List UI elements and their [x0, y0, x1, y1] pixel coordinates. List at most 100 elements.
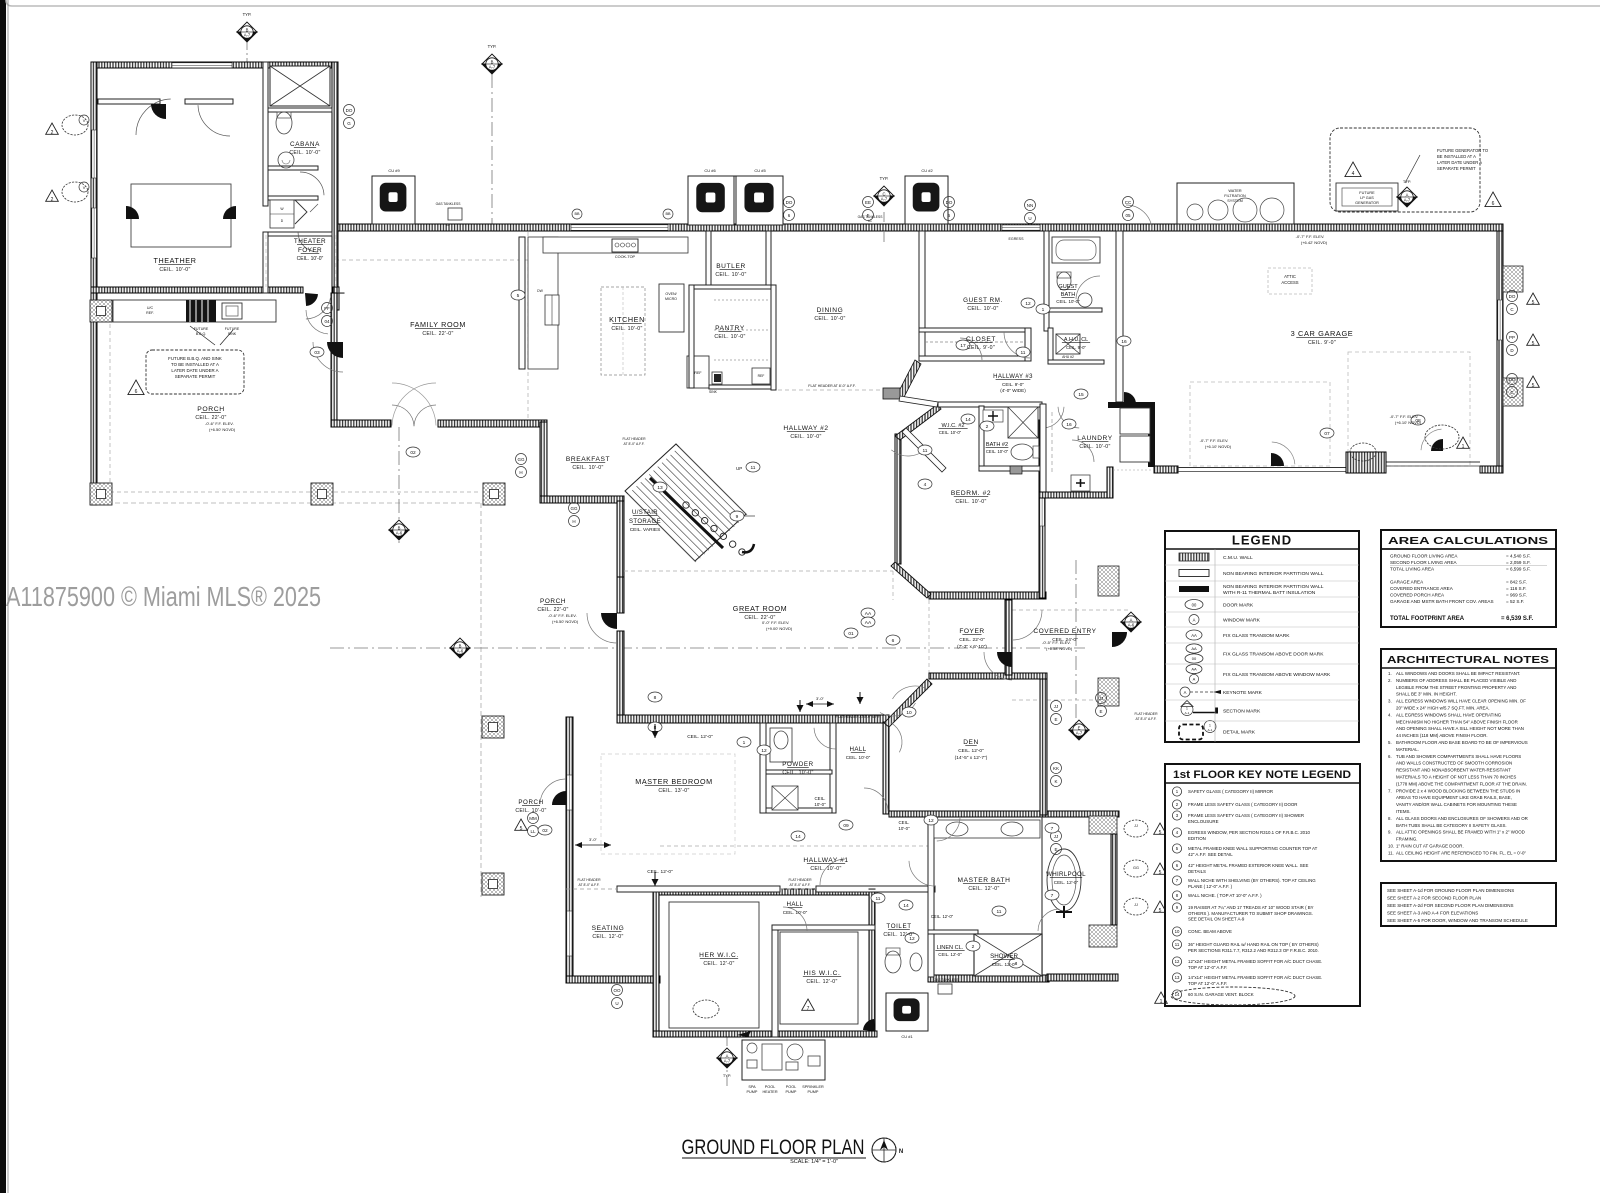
- svg-text:LP GAS: LP GAS: [1360, 196, 1374, 200]
- svg-text:3'-0": 3'-0": [589, 837, 598, 842]
- svg-text:K: K: [1054, 779, 1057, 784]
- svg-text:LEGIBLE FROM THE STREET FRONTI: LEGIBLE FROM THE STREET FRONTING PROPERT…: [1396, 685, 1516, 690]
- svg-text:CU #6: CU #6: [704, 168, 716, 173]
- svg-text:CEIL. 12'-0": CEIL. 12'-0": [687, 734, 713, 740]
- svg-text:ITEMS.: ITEMS.: [1396, 809, 1411, 814]
- svg-text:11: 11: [997, 909, 1002, 915]
- svg-text:SAFETY GLASS ( CATEGORY II) MI: SAFETY GLASS ( CATEGORY II) MIRROR: [1188, 789, 1273, 794]
- svg-text:11: 11: [751, 465, 756, 471]
- svg-text:BB: BB: [574, 212, 580, 216]
- svg-text:AT 8'-0" A.F.F.: AT 8'-0" A.F.F.: [1136, 717, 1157, 721]
- svg-text:(+6.50' NGVD): (+6.50' NGVD): [209, 427, 236, 432]
- svg-text:04: 04: [324, 319, 330, 324]
- svg-text:FLAT HEADER: FLAT HEADER: [622, 437, 646, 441]
- svg-text:5: 5: [1532, 341, 1535, 347]
- svg-text:FF: FF: [324, 306, 330, 311]
- svg-text:WITH R-11 THERMAL BATT INSULAT: WITH R-11 THERMAL BATT INSULATION: [1223, 590, 1316, 596]
- svg-text:SEATING: SEATING: [592, 925, 625, 932]
- svg-text:FRAME LESS SAFETY GLASS ( CATE: FRAME LESS SAFETY GLASS ( CATEGORY II) D…: [1188, 802, 1297, 807]
- svg-text:1: 1: [1209, 724, 1211, 728]
- svg-text:= 6,539 S.F.: = 6,539 S.F.: [1501, 616, 1534, 622]
- svg-text:U/STAIR: U/STAIR: [632, 510, 658, 516]
- svg-text:JJ: JJ: [1054, 834, 1059, 839]
- svg-text:CEIL. 10'-0": CEIL. 10'-0": [714, 334, 745, 340]
- svg-text:EE: EE: [865, 200, 871, 205]
- svg-text:DETAIL MARK: DETAIL MARK: [1223, 729, 1256, 735]
- svg-text:U: U: [1028, 216, 1031, 221]
- svg-text:TYP.: TYP.: [880, 176, 889, 181]
- svg-text:ARCHITECTURAL NOTES: ARCHITECTURAL NOTES: [1387, 654, 1549, 666]
- svg-text:15: 15: [1078, 392, 1084, 398]
- svg-text:TYP.: TYP.: [1403, 179, 1411, 184]
- svg-text:DINING: DINING: [817, 307, 844, 314]
- svg-text:14: 14: [965, 417, 971, 423]
- svg-text:7: 7: [807, 1006, 810, 1012]
- svg-text:PP: PP: [1509, 335, 1515, 340]
- svg-text:COOK-TOP: COOK-TOP: [615, 255, 636, 259]
- svg-text:COVERED ENTRANCE AREA: COVERED ENTRANCE AREA: [1390, 586, 1454, 591]
- svg-text:CEIL. 10'-0": CEIL. 10'-0": [955, 499, 986, 505]
- svg-text:4: 4: [924, 482, 927, 488]
- svg-text:08: 08: [1415, 418, 1421, 424]
- svg-text:AA: AA: [865, 611, 872, 617]
- svg-text:1: 1: [1160, 999, 1163, 1005]
- svg-text:F: F: [867, 213, 870, 218]
- svg-text:C: C: [1510, 307, 1514, 312]
- svg-text:2: 2: [972, 944, 975, 950]
- svg-text:MASTER BEDROOM: MASTER BEDROOM: [635, 777, 713, 786]
- svg-text:CEIL. 22'-0": CEIL. 22'-0": [744, 615, 775, 621]
- svg-text:DO: DO: [946, 200, 953, 205]
- svg-text:A-7: A-7: [724, 1059, 731, 1064]
- svg-text:FIX GLASS TRANSOM ABOVE DOOR M: FIX GLASS TRANSOM ABOVE DOOR MARK: [1223, 651, 1324, 657]
- svg-text:ATTIC: ATTIC: [1284, 274, 1296, 279]
- svg-text:NUMBERS OF ADDRESS SHALL BE PL: NUMBERS OF ADDRESS SHALL BE PLACED VISIB…: [1396, 678, 1516, 683]
- svg-text:4.: 4.: [1388, 712, 1392, 717]
- svg-text:CEIL. 10'-0": CEIL. 10'-0": [986, 449, 1009, 454]
- svg-text:09: 09: [843, 823, 849, 829]
- svg-text:11: 11: [1175, 942, 1180, 947]
- svg-text:42" HEIGHT METAL FRAMED EXTERI: 42" HEIGHT METAL FRAMED EXTERIOR KNEE WA…: [1188, 863, 1308, 868]
- svg-text:A-7: A-7: [1076, 731, 1083, 736]
- svg-text:A11875900 © Miami MLS® 2025: A11875900 © Miami MLS® 2025: [6, 581, 321, 612]
- svg-text:CEIL. 22'-0": CEIL. 22'-0": [537, 607, 568, 613]
- svg-text:EDITION: EDITION: [1188, 836, 1206, 841]
- svg-text:CEIL. 12'-0": CEIL. 12'-0": [592, 934, 623, 940]
- svg-text:A: A: [1406, 193, 1409, 198]
- svg-text:WHIRLPOOL: WHIRLPOOL: [1046, 871, 1086, 878]
- svg-text:VANITY AND/OR WALL CABINETS FO: VANITY AND/OR WALL CABINETS FOR MOUNTING…: [1396, 802, 1517, 807]
- svg-text:W: W: [280, 207, 284, 211]
- svg-text:2.: 2.: [1388, 678, 1392, 683]
- svg-text:FUTURE GENERATOR TO: FUTURE GENERATOR TO: [1437, 148, 1489, 153]
- svg-text:A-1: A-1: [1185, 711, 1190, 715]
- svg-text:TYP.: TYP.: [488, 44, 497, 49]
- svg-text:= 969 S.F.: = 969 S.F.: [1506, 593, 1527, 598]
- svg-text:OO: OO: [613, 988, 621, 993]
- svg-text:TYP.: TYP.: [243, 12, 252, 17]
- svg-text:11.: 11.: [1388, 850, 1394, 855]
- svg-text:COVERED PORCH AREA: COVERED PORCH AREA: [1390, 593, 1445, 598]
- svg-text:5: 5: [1176, 846, 1179, 851]
- svg-text:CEIL. 12'-0": CEIL. 12'-0": [647, 869, 673, 875]
- svg-text:TOP AT 12'-0" A.F.F.: TOP AT 12'-0" A.F.F.: [1188, 981, 1227, 986]
- svg-text:GARAGE AND MSTR BATH FRONT COV: GARAGE AND MSTR BATH FRONT COV. AREAS: [1390, 599, 1494, 604]
- svg-text:12: 12: [909, 936, 915, 942]
- svg-text:GROUND FLOOR PLAN: GROUND FLOOR PLAN: [682, 1136, 865, 1159]
- svg-text:= 52 S.F.: = 52 S.F.: [1506, 599, 1524, 604]
- svg-text:CEIL. 10'-0": CEIL. 10'-0": [159, 267, 190, 273]
- svg-text:44 INCHES (118 MM) ABOVE FINIS: 44 INCHES (118 MM) ABOVE FINISH FLOOR.: [1396, 733, 1488, 738]
- svg-text:JJ: JJ: [1134, 903, 1138, 907]
- svg-text:CEIL. 10'-0": CEIL. 10'-0": [572, 465, 603, 471]
- svg-text:KITCHEN: KITCHEN: [609, 315, 645, 324]
- svg-text:C.M.U. WALL: C.M.U. WALL: [1223, 555, 1253, 561]
- svg-text:BE INSTALLED AT A: BE INSTALLED AT A: [1437, 154, 1476, 159]
- svg-text:SEE DETAIL ON SHEET A-9: SEE DETAIL ON SHEET A-9: [1188, 917, 1245, 922]
- svg-text:(4'-0" WIDE): (4'-0" WIDE): [1000, 388, 1026, 393]
- svg-text:CEIL. 10'-0": CEIL. 10'-0": [783, 910, 808, 915]
- svg-text:RESISTANT AND NONABSORBENT W: RESISTANT AND NONABSORBENT WATER-RESISTA…: [1396, 768, 1511, 773]
- svg-text:1: 1: [1186, 707, 1188, 711]
- svg-text:THEATER: THEATER: [294, 238, 326, 245]
- svg-text:SYSTEM: SYSTEM: [1227, 199, 1243, 203]
- svg-text:A-1: A-1: [1208, 728, 1213, 732]
- svg-text:13: 13: [657, 485, 663, 491]
- svg-text:FOYER: FOYER: [959, 628, 984, 635]
